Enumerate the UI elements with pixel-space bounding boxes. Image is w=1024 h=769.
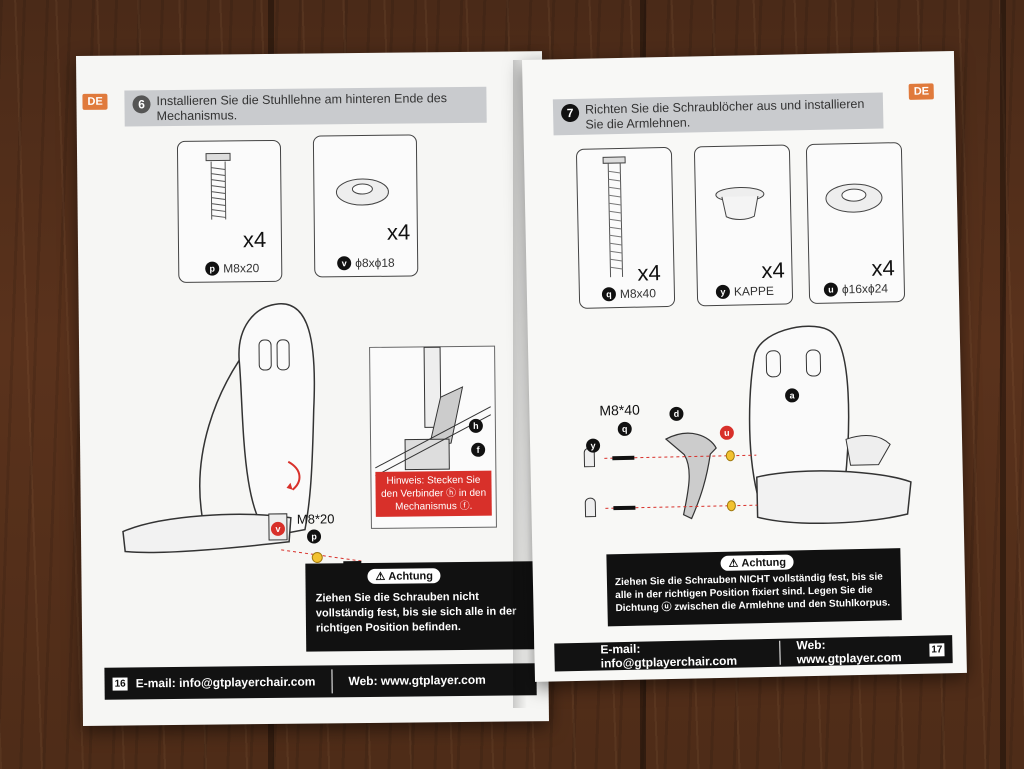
- part-box-screw: x4 p M8x20: [176, 139, 283, 283]
- step-instruction: Richten Sie die Schraublöcher aus und in…: [584, 96, 865, 132]
- footer-email: E-mail: info@gtplayerchair.com: [135, 674, 316, 691]
- hint-box: Hinweis: Stecken Sie den Verbinder ⓗ in …: [375, 470, 492, 517]
- warning-tag: ⚠ Achtung: [720, 554, 795, 571]
- warning-box: ⚠ Achtung Ziehen Sie die Schrauben NICHT…: [606, 548, 902, 627]
- part-quantity: x4: [242, 227, 267, 253]
- manual-page-right: DE 7 Richten Sie die Schraublöcher aus u…: [522, 50, 967, 682]
- washer-icon: [335, 178, 389, 206]
- part-spec: M8x40: [619, 286, 657, 301]
- part-label: u ϕ16xϕ24: [823, 281, 889, 297]
- part-box-long-screw: x4 q M8x40: [575, 146, 676, 309]
- washer-icon: [825, 183, 883, 213]
- warning-tag-label: Achtung: [388, 569, 434, 583]
- part-box-washer: x4 u ϕ16xϕ24: [805, 142, 906, 305]
- part-spec: ϕ16xϕ24: [841, 281, 889, 297]
- part-label: p M8x20: [205, 261, 259, 276]
- diagram-letter-p: p: [306, 529, 322, 544]
- part-quantity: x4: [761, 257, 785, 284]
- footer-divider: [779, 640, 781, 665]
- step-number: 6: [132, 95, 151, 114]
- part-letter-q: q: [601, 287, 617, 302]
- footer-divider: [331, 669, 333, 694]
- part-quantity: x4: [871, 255, 895, 281]
- part-letter-y: y: [715, 284, 731, 299]
- wood-seam: [1000, 0, 1006, 769]
- language-badge: DE: [82, 93, 108, 110]
- language-badge: DE: [908, 83, 935, 100]
- warning-text: Ziehen Sie die Schrauben nicht vollständ…: [315, 590, 517, 635]
- diagram-letter-v: v: [270, 521, 286, 536]
- page-footer: 16 E-mail: info@gtplayerchair.com Web: w…: [104, 663, 537, 700]
- footer-web: Web: www.gtplayer.com: [796, 637, 902, 667]
- detail-letter-h: h: [468, 418, 483, 433]
- part-box-cap: x4 y KAPPE: [693, 144, 794, 307]
- part-letter-p: p: [205, 261, 220, 276]
- part-quantity: x4: [386, 219, 411, 245]
- warning-triangle-icon: ⚠: [728, 557, 739, 570]
- part-letter-u: u: [823, 282, 839, 297]
- warning-box: ⚠ Achtung Ziehen Sie die Schrauben nicht…: [305, 561, 535, 652]
- warning-tag: ⚠ Achtung: [367, 568, 442, 584]
- part-spec: M8x20: [223, 261, 260, 276]
- detail-letter-f: f: [471, 442, 486, 457]
- detail-inset: h f Hinweis: Stecken Sie den Verbinder ⓗ…: [369, 345, 497, 529]
- warning-tag-label: Achtung: [741, 556, 787, 570]
- part-label: q M8x40: [601, 286, 657, 302]
- screw-icon: [602, 156, 626, 278]
- part-label: y KAPPE: [715, 283, 775, 299]
- screw-icon: [205, 152, 231, 220]
- chair-armrest-illustration: [583, 325, 912, 525]
- chair-back-illustration: [122, 303, 362, 567]
- page-number: 17: [929, 642, 945, 657]
- part-quantity: x4: [637, 260, 661, 286]
- part-label: v ϕ8xϕ18: [337, 256, 395, 271]
- connector-detail-illustration: [375, 346, 492, 477]
- step-number: 7: [560, 103, 580, 123]
- manual-page-left: DE 6 Installieren Sie die Stuhllehne am …: [76, 51, 549, 726]
- part-spec: ϕ8xϕ18: [355, 255, 395, 271]
- step-header: 6 Installieren Sie die Stuhllehne am hin…: [124, 86, 487, 127]
- footer-web: Web: www.gtplayer.com: [348, 672, 486, 689]
- warning-triangle-icon: ⚠: [375, 570, 386, 583]
- footer-email: E-mail: info@gtplayerchair.com: [600, 641, 738, 671]
- part-box-washer: x4 v ϕ8xϕ18: [312, 134, 419, 278]
- bolt-callout: M8*40: [599, 401, 640, 419]
- page-footer: E-mail: info@gtplayerchair.com Web: www.…: [554, 635, 953, 672]
- cap-icon: [715, 186, 765, 220]
- page-number: 16: [112, 676, 128, 691]
- warning-text: Ziehen Sie die Schrauben NICHT vollständ…: [614, 571, 891, 615]
- bolt-callout: M8*20: [296, 511, 335, 527]
- part-letter-v: v: [337, 256, 352, 271]
- step-instruction: Installieren Sie die Stuhllehne am hinte…: [156, 91, 448, 124]
- part-spec: KAPPE: [733, 283, 775, 299]
- step-header: 7 Richten Sie die Schraublöcher aus und …: [552, 92, 884, 136]
